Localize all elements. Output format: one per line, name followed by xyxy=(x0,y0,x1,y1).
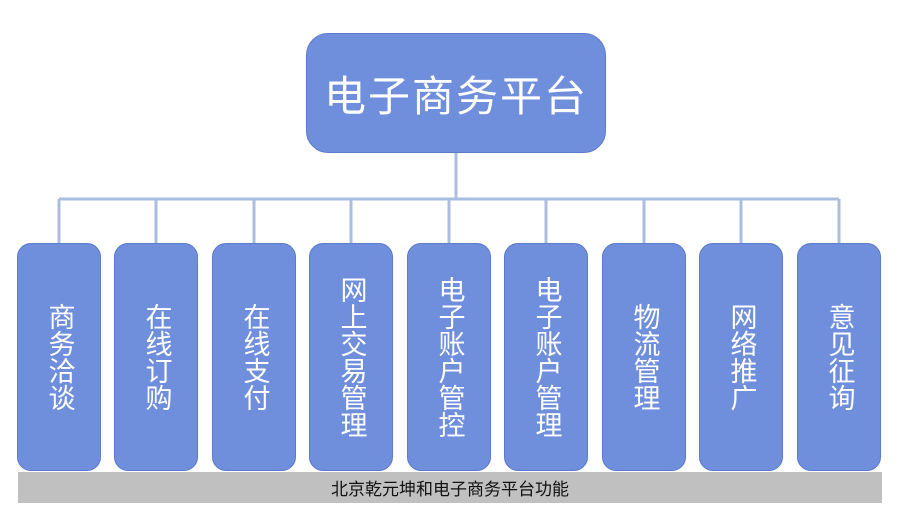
child-node-label: 网上交易管理 xyxy=(335,276,367,438)
child-node-label: 物流管理 xyxy=(628,303,660,411)
child-node-label: 电子账户管理 xyxy=(530,276,562,438)
child-node: 电子账户管理 xyxy=(504,243,588,471)
child-node: 网上交易管理 xyxy=(309,243,393,471)
caption-text: 北京乾元坤和电子商务平台功能 xyxy=(331,480,569,500)
child-node: 电子账户管控 xyxy=(407,243,491,471)
child-node: 商务洽谈 xyxy=(17,243,101,471)
child-node-label: 商务洽谈 xyxy=(43,303,75,411)
root-node: 电子商务平台 xyxy=(306,33,606,153)
child-node: 物流管理 xyxy=(602,243,686,471)
child-node-label: 网络推广 xyxy=(725,303,757,411)
child-node: 网络推广 xyxy=(699,243,783,471)
root-node-label: 电子商务平台 xyxy=(323,71,588,121)
child-node: 在线支付 xyxy=(212,243,296,471)
child-node-label: 电子账户管控 xyxy=(433,276,465,438)
child-node: 在线订购 xyxy=(114,243,198,471)
child-node-label: 在线订购 xyxy=(140,303,172,411)
caption-bar: 北京乾元坤和电子商务平台功能 xyxy=(18,472,882,503)
child-node-label: 意见征询 xyxy=(823,303,855,411)
child-node: 意见征询 xyxy=(797,243,881,471)
child-node-label: 在线支付 xyxy=(238,303,270,411)
